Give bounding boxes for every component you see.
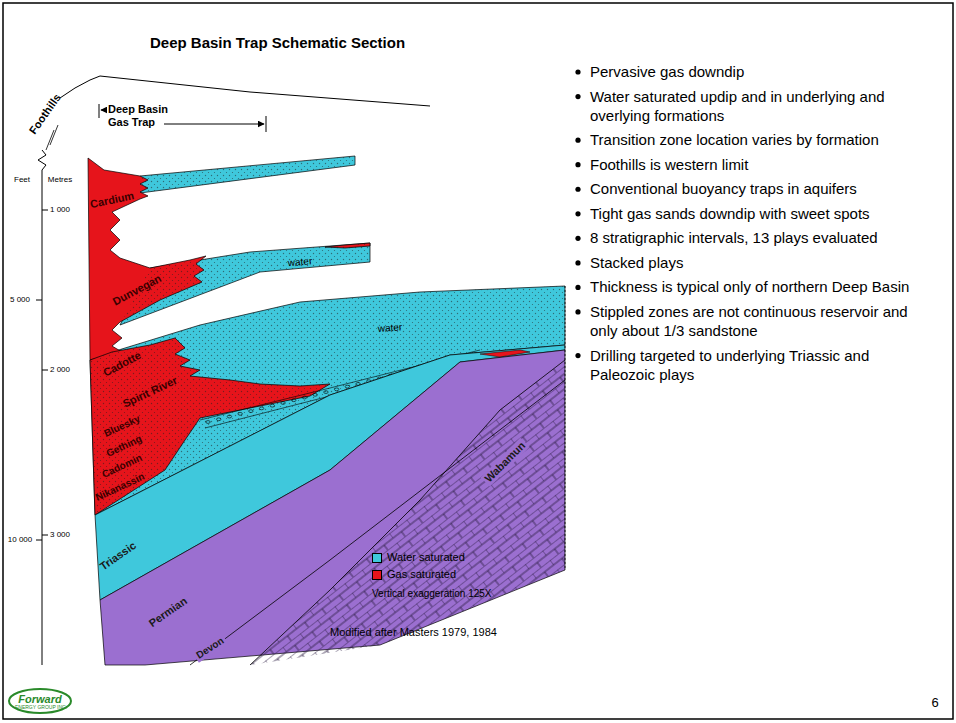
- region-label: Foothills: [27, 92, 64, 137]
- bullet-text: Pervasive gas downdip: [590, 62, 935, 81]
- logo-text: Forward: [18, 693, 61, 706]
- extent-label: Deep Basin Gas Trap: [108, 103, 178, 128]
- axis-unit: Metres: [48, 175, 72, 184]
- fault-line: [46, 125, 58, 150]
- depth-value: 2 000: [50, 365, 70, 374]
- pebble: [238, 412, 242, 415]
- slide-frame: [3, 3, 953, 719]
- extent-arrow: [164, 124, 264, 125]
- depth-value: 1 000: [50, 205, 70, 214]
- bullet-text: Tight gas sands downdip with sweet spots: [590, 204, 935, 223]
- paleozoic-unit: [100, 350, 565, 665]
- bullet-text: Stippled zones are not continuous reserv…: [590, 302, 935, 340]
- bullet-dot: [575, 162, 580, 167]
- bullet-dot: [575, 353, 580, 358]
- axis-unit: Feet: [14, 175, 30, 184]
- pebble: [302, 396, 306, 399]
- formation-boundary: [190, 360, 565, 665]
- bullet-dot: [575, 285, 580, 290]
- bullet-dot: [575, 260, 580, 265]
- depth-tick: [36, 210, 48, 540]
- extent-arrow: [101, 110, 106, 111]
- legend-text: Gas saturated: [387, 568, 456, 580]
- bullet-dot: [575, 94, 580, 99]
- zone-label: water: [287, 255, 312, 269]
- legend-swatch: [372, 553, 382, 563]
- bullet-dot: [575, 211, 580, 216]
- bullet-text: Transition zone location varies by forma…: [590, 130, 935, 149]
- bullet-text: 8 stratigraphic intervals, 13 plays eval…: [590, 228, 935, 247]
- bullet-text: Drilling targeted to underlying Triassic…: [590, 346, 935, 384]
- pebble: [270, 404, 274, 407]
- pebble: [227, 415, 231, 418]
- page-number: 6: [931, 696, 938, 711]
- pebble: [313, 393, 317, 396]
- depth-value: 3 000: [50, 530, 70, 539]
- bullet-dot: [575, 309, 580, 314]
- bullet-text: Stacked plays: [590, 253, 935, 272]
- legend-swatch: [372, 570, 382, 580]
- logo-ellipse: [9, 689, 71, 713]
- pebble: [217, 418, 221, 421]
- pebble: [259, 407, 263, 410]
- ground-surface: [60, 76, 430, 106]
- bullet-text: Water saturated updip and in underlying …: [590, 87, 935, 125]
- source-note: Modified after Masters 1979, 1984: [330, 626, 497, 639]
- pebble: [292, 399, 296, 402]
- pebble: [249, 410, 253, 413]
- slide-title: Deep Basin Trap Schematic Section: [150, 34, 405, 51]
- pebble: [206, 421, 210, 424]
- bullet-text: Foothills is western limit: [590, 155, 935, 174]
- zone-label: water: [377, 321, 402, 334]
- legend-text: Water saturated: [387, 551, 465, 563]
- extent-tick: [99, 104, 266, 132]
- depth-axis: [38, 150, 46, 665]
- bullet-dot: [575, 138, 580, 143]
- depth-value: 10 000: [8, 535, 32, 544]
- bullet-text: Conventional buoyancy traps in aquifers: [590, 179, 935, 198]
- pebble: [324, 391, 328, 394]
- pebble: [345, 385, 349, 388]
- pebble: [334, 388, 338, 391]
- logo-subtext: ENERGY GROUP INC.: [15, 705, 67, 711]
- bullet-dot: [575, 187, 580, 192]
- bullet-text: Thickness is typical only of northern De…: [590, 277, 935, 296]
- pebble: [281, 402, 285, 405]
- bullet-dot: [575, 69, 580, 74]
- depth-value: 5 000: [10, 295, 30, 304]
- bullet-dot: [575, 236, 580, 241]
- section-edge: [565, 286, 566, 570]
- scale-note: Vertical exaggeration 125X: [372, 588, 492, 600]
